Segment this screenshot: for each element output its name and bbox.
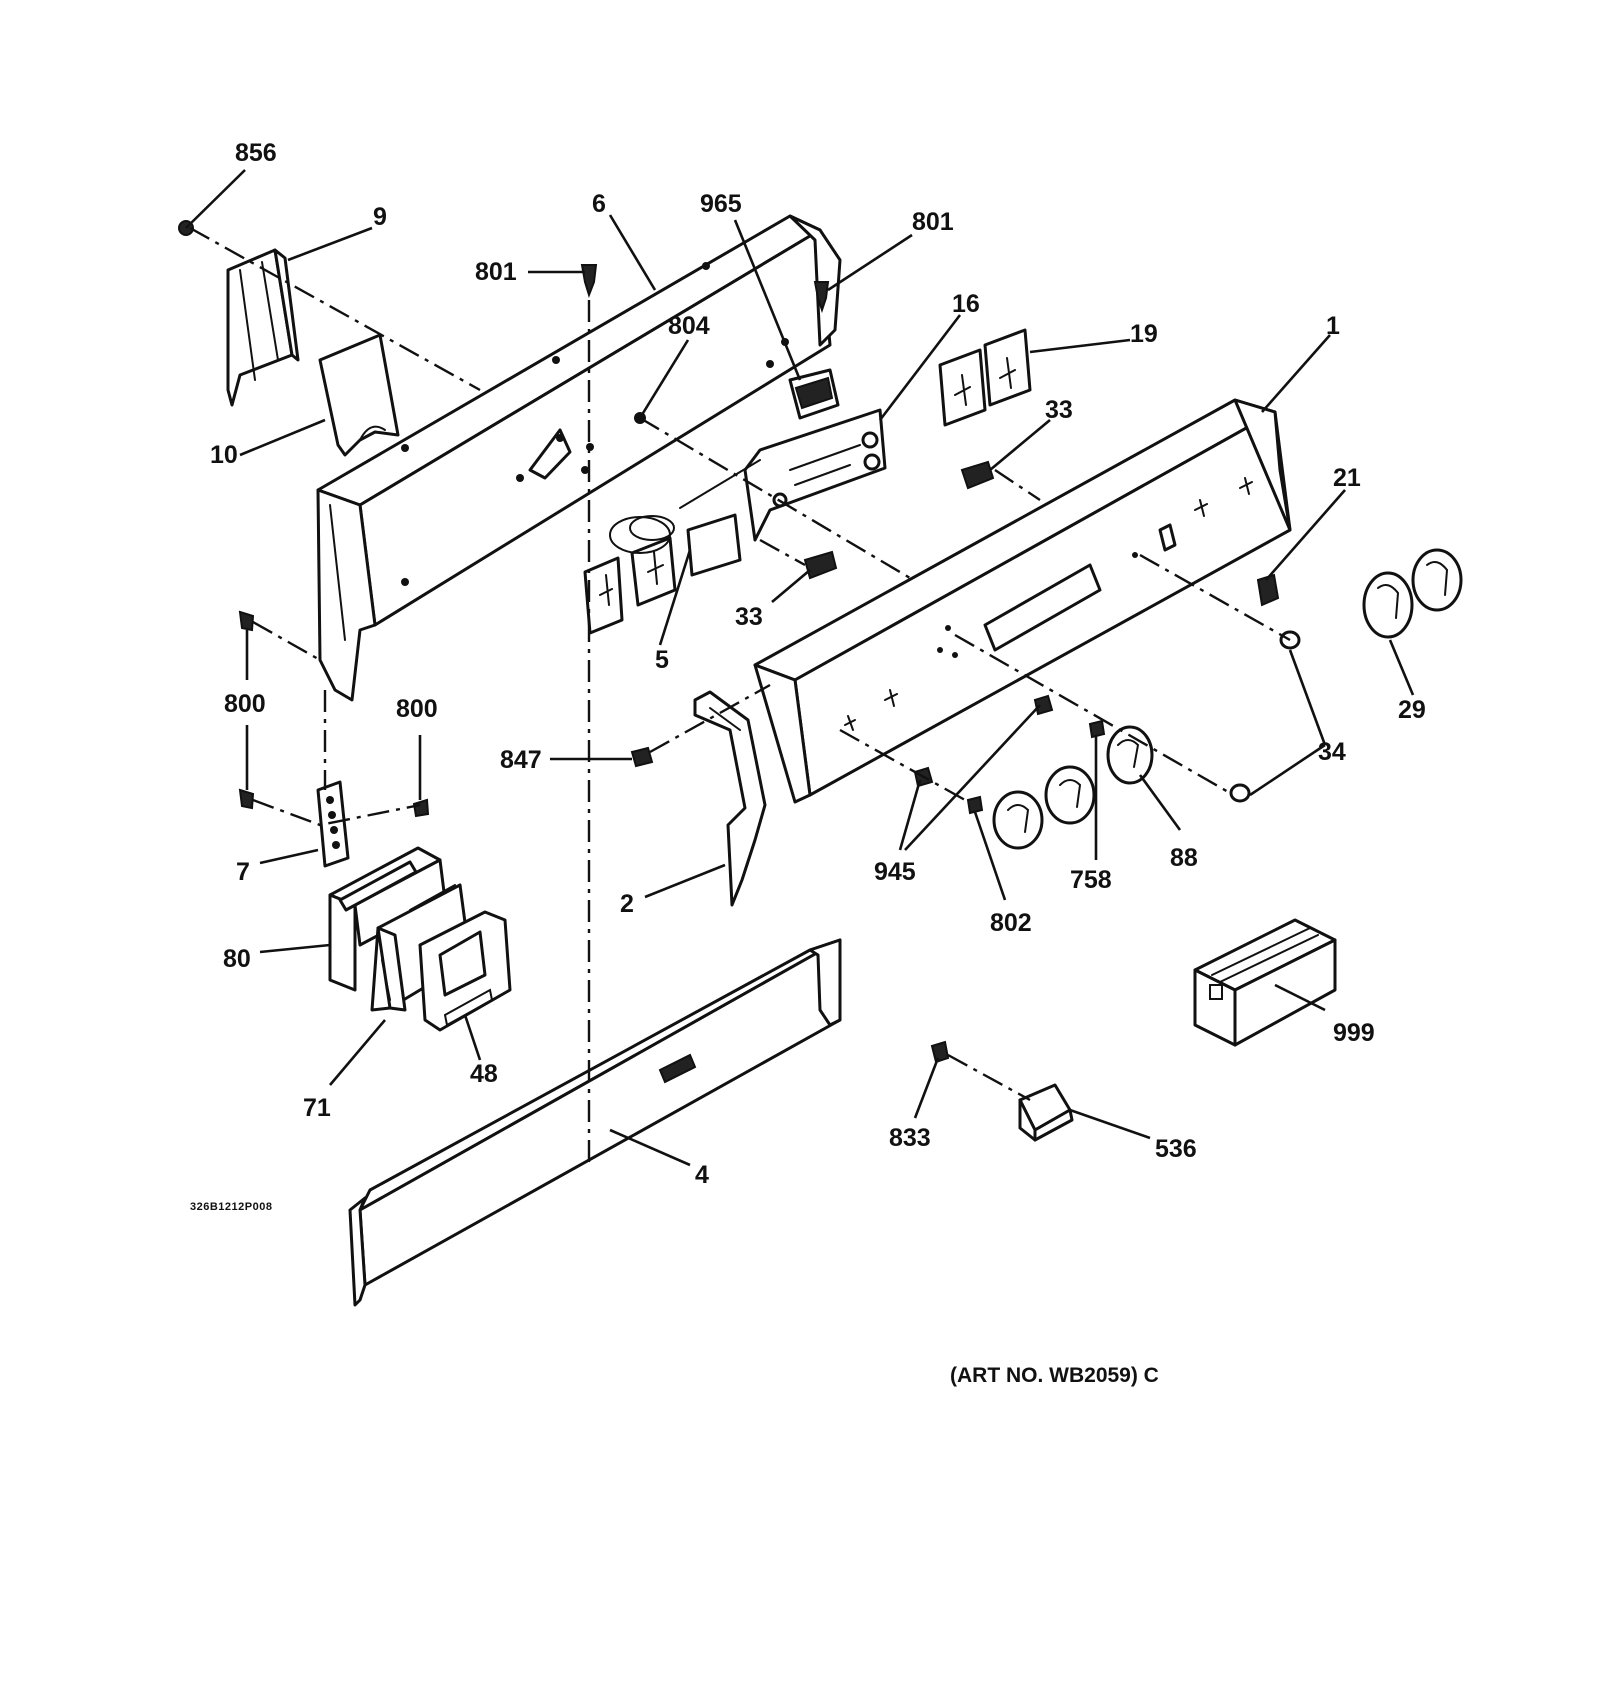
- label-802: 802: [990, 909, 1032, 937]
- assembly-lines: [189, 226, 1291, 1165]
- knobs-pair: [992, 765, 1096, 850]
- part-847-screw: [630, 746, 654, 768]
- label-804: 804: [668, 312, 710, 340]
- part-536-clip: [1018, 1083, 1074, 1142]
- label-856: 856: [235, 139, 277, 167]
- part-833-screw: [930, 1040, 950, 1064]
- part-80-relay-housing: [328, 846, 447, 992]
- label-29: 29: [1398, 696, 1426, 724]
- label-758: 758: [1070, 866, 1112, 894]
- part-34-plugs: [1229, 630, 1301, 803]
- label-34: 34: [1318, 738, 1346, 766]
- part-19-switches: [938, 328, 1032, 427]
- part-33-switch-lower: [803, 550, 838, 580]
- part-2-bracket: [693, 690, 767, 907]
- label-21: 21: [1333, 464, 1361, 492]
- art-number: (ART NO. WB2059) C: [950, 1364, 1159, 1387]
- label-2: 2: [620, 890, 634, 918]
- label-801-left: 801: [475, 258, 517, 286]
- label-800-right: 800: [396, 695, 438, 723]
- part-10-bracket: [318, 333, 400, 457]
- part-4-lower-trim: [348, 938, 842, 1307]
- part-800-screws: [238, 610, 430, 818]
- label-999: 999: [1333, 1019, 1375, 1047]
- label-19: 19: [1130, 320, 1158, 348]
- part-6-backsplash-panel: [316, 214, 842, 702]
- part-802-screw: [966, 795, 984, 815]
- label-945: 945: [874, 858, 916, 886]
- part-801-screw-left: [580, 264, 598, 299]
- label-71: 71: [303, 1094, 331, 1122]
- part-9-side-bracket: [226, 248, 300, 407]
- label-833: 833: [889, 1124, 931, 1152]
- label-48: 48: [470, 1060, 498, 1088]
- part-801-screw-right: [813, 281, 830, 314]
- part-48-bracket: [418, 910, 512, 1032]
- label-800-left: 800: [224, 690, 266, 718]
- label-80: 80: [223, 945, 251, 973]
- label-9: 9: [373, 203, 387, 231]
- part-999-box: [1193, 918, 1337, 1047]
- part-965-clip: [788, 368, 840, 420]
- part-758-screw: [1088, 719, 1106, 739]
- label-801-right: 801: [912, 208, 954, 236]
- label-33-upper: 33: [1045, 396, 1073, 424]
- label-10: 10: [210, 441, 238, 469]
- part-29-knobs: [1362, 548, 1463, 639]
- part-1-control-panel: [753, 398, 1292, 804]
- label-4: 4: [695, 1161, 709, 1189]
- label-847: 847: [500, 746, 542, 774]
- part-33-switch-upper: [960, 460, 995, 490]
- label-16: 16: [952, 290, 980, 318]
- label-7: 7: [236, 858, 250, 886]
- label-88: 88: [1170, 844, 1198, 872]
- label-33-lower: 33: [735, 603, 763, 631]
- part-5-switch-assembly: [583, 459, 761, 635]
- label-1: 1: [1326, 312, 1340, 340]
- label-536: 536: [1155, 1135, 1197, 1163]
- part-7-terminal-block: [316, 780, 350, 868]
- label-5: 5: [655, 646, 669, 674]
- callout-labels: 856 9 6 965 801 801 804 16 19 1 33 21 10…: [210, 139, 1426, 1189]
- label-6: 6: [592, 190, 606, 218]
- drawing-code: 326B1212P008: [190, 1201, 272, 1213]
- leader-lines: [185, 169, 1415, 1167]
- label-965: 965: [700, 190, 742, 218]
